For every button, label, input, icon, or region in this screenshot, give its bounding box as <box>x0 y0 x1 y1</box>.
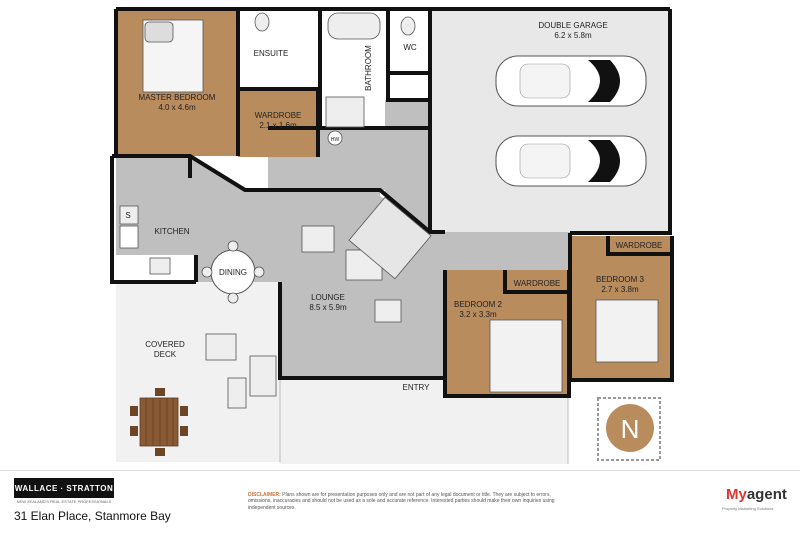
agent-logo-suffix: agent <box>746 486 787 503</box>
disclaimer-heading: DISCLAIMER: <box>248 492 281 498</box>
car-top <box>495 55 647 107</box>
covered-deck-label-1: COVERED <box>145 340 185 349</box>
wardrobe-master-size: 2.1 x 1.6m <box>259 121 297 130</box>
bedroom2-label: BEDROOM 2 <box>454 300 503 309</box>
wc-label: WC <box>403 43 417 52</box>
ensuite-floor <box>238 9 320 89</box>
wardrobe-b2-label: WARDROBE <box>514 279 561 288</box>
bathroom-label: BATHROOM <box>364 45 373 91</box>
disclaimer: DISCLAIMER: Plans shown are for presenta… <box>248 492 568 511</box>
garage-label: DOUBLE GARAGE <box>538 21 607 30</box>
bedroom3-size: 2.7 x 3.8m <box>601 285 639 294</box>
bedroom2-size: 3.2 x 3.3m <box>459 310 497 319</box>
brand-tagline: NEW ZEALAND'S REAL ESTATE PROFESSIONALS <box>16 499 112 504</box>
storage-label: S <box>125 211 130 220</box>
living-floor <box>116 156 570 376</box>
floor-plan: MASTER BEDROOM 4.0 x 4.6m ENSUITE BATHRO… <box>110 7 674 464</box>
lounge-size: 8.5 x 5.9m <box>309 303 347 312</box>
entry-label: ENTRY <box>403 383 431 392</box>
ensuite-label: ENSUITE <box>254 49 289 58</box>
footer-divider <box>0 470 800 471</box>
hw-label: HW <box>331 137 340 143</box>
garage-size: 6.2 x 5.8m <box>554 31 592 40</box>
lounge-label: LOUNGE <box>311 293 345 302</box>
car-bottom <box>495 135 647 187</box>
master-bedroom-label: MASTER BEDROOM <box>139 93 216 102</box>
wardrobe-master-floor <box>238 89 318 157</box>
agent-logo-prefix: My <box>726 486 747 503</box>
bedroom3-label: BEDROOM 3 <box>596 275 645 284</box>
wardrobe-b3-label: WARDROBE <box>616 241 663 250</box>
north-compass-icon: N <box>597 397 661 461</box>
disclaimer-body: Plans shown are for presentation purpose… <box>248 492 555 511</box>
agent-tagline: Property Marketing Solutions <box>722 506 774 511</box>
kitchen-label: KITCHEN <box>154 227 189 236</box>
brand-logo: WALLACE · STRATTON <box>14 478 114 498</box>
agent-logo: Myagent <box>726 486 787 503</box>
fixtures <box>119 12 659 409</box>
dining-table <box>201 240 265 304</box>
outdoor-table <box>130 388 188 456</box>
dining-label: DINING <box>219 268 247 277</box>
walls <box>110 7 674 398</box>
property-address: 31 Elan Place, Stanmore Bay <box>14 509 171 523</box>
covered-deck-label-2: DECK <box>154 350 177 359</box>
garage-floor <box>430 9 670 233</box>
compass-letter: N <box>621 414 640 444</box>
master-bedroom-size: 4.0 x 4.6m <box>158 103 196 112</box>
wardrobe-master-label: WARDROBE <box>255 111 302 120</box>
